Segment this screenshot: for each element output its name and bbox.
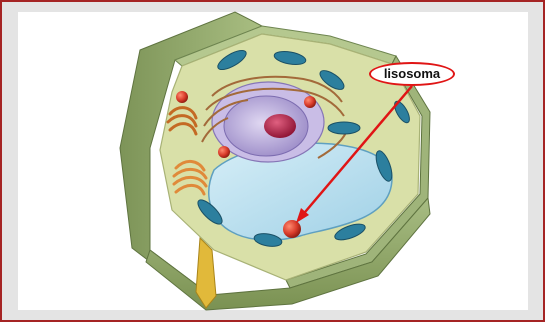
lysosome-target <box>283 220 301 238</box>
callout-label: lisosoma <box>369 62 455 86</box>
nucleolus <box>264 114 296 138</box>
